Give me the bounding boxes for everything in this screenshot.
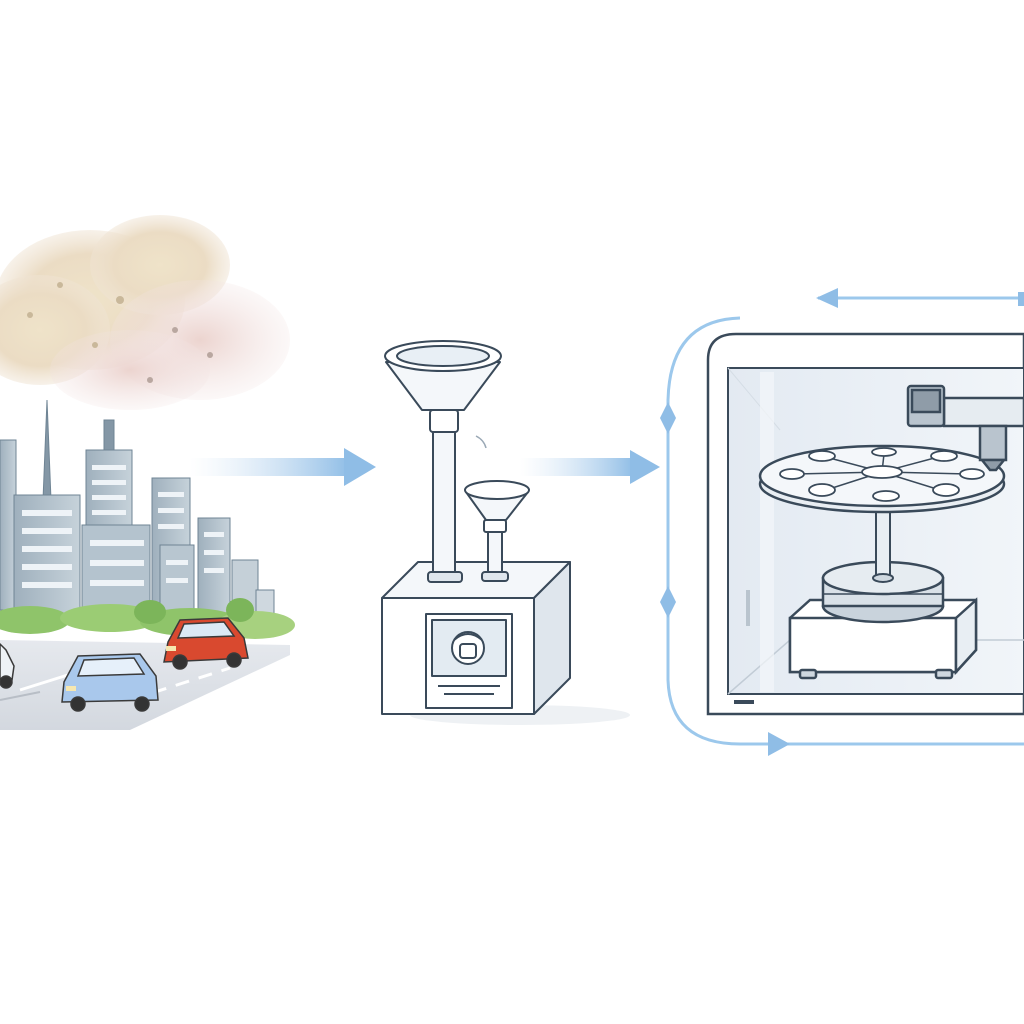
smog-cloud-icon [0,215,290,410]
rotating-filter-disk-icon [758,444,1006,514]
small-inlet-funnel-icon [464,480,530,582]
pollution-source-panel [0,215,295,730]
sampler-window-icon [425,613,513,709]
car-blue-icon [61,653,159,712]
city-skyline-icon [0,399,275,616]
air-sampler-panel [381,340,630,725]
arrow-source-to-sampler [190,448,376,486]
feedback-loop-connector [666,296,1024,746]
large-inlet-funnel-icon [384,340,502,583]
sensor-arm-icon [906,384,1024,472]
turntable-base-icon [788,560,978,680]
arrow-sampler-to-chamber [520,450,660,484]
loop-arrowheads [660,288,1024,756]
car-white-icon [0,642,15,689]
car-red-icon [163,617,249,670]
